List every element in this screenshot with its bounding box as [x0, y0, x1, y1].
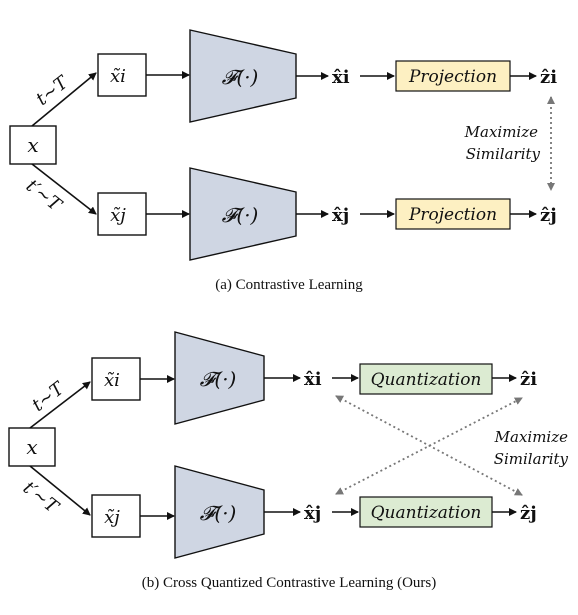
encoder-top-label: 𝓕(·) [222, 65, 259, 89]
encoder-top-shape-b [174, 331, 265, 425]
encoder-top-shape [189, 29, 297, 123]
quantization-head-bottom-label: Quantization [371, 503, 482, 523]
feature-i-label: x̂i [332, 67, 350, 88]
caption-b: (b) Cross Quantized Contrastive Learning… [142, 575, 437, 591]
view-j-label-b: x̃j [104, 507, 120, 528]
input-x-box [9, 125, 57, 165]
view-j-box-b [91, 494, 141, 538]
output-j-label: ẑj [540, 205, 557, 226]
aug-arrow-bottom [31, 163, 97, 215]
objective-b-line2: Similarity [494, 450, 569, 468]
aug-arrow-top [31, 72, 97, 127]
caption-a: (a) Contrastive Learning [215, 277, 363, 293]
output-i-label-b: ẑi [520, 369, 537, 390]
feature-j-label: x̂j [332, 205, 349, 226]
quantization-head-top [359, 363, 493, 395]
view-j-box [97, 192, 147, 236]
output-j-label-b: ẑj [520, 503, 537, 524]
objective-a-line1: Maximize [464, 123, 538, 141]
feature-i-label-b: x̂i [304, 369, 322, 390]
view-i-label: x̃i [110, 66, 126, 87]
aug-label-bottom-b: t′~T [19, 477, 64, 518]
input-x-box-b [8, 427, 56, 467]
objective-a-line2: Similarity [466, 145, 541, 163]
projection-head-top-label: Projection [408, 67, 497, 87]
objective-b-line1: Maximize [494, 428, 568, 446]
panel-b: x t~T t′~T x̃i x̃j 𝓕(·) 𝓕(·) x̂i x̂j Qua… [8, 331, 569, 591]
aug-arrow-bottom-b [29, 465, 91, 516]
aug-label-top-b: t~T [28, 377, 70, 416]
encoder-bottom-label-b: 𝓕(·) [200, 501, 237, 525]
view-i-label-b: x̃i [104, 370, 120, 391]
projection-head-top [395, 60, 511, 92]
aug-label-bottom: t′~T [22, 175, 67, 216]
panel-a: x t~T t′~T x̃i x̃j 𝓕(·) 𝓕(·) x̂i x̂j Pro… [9, 29, 557, 293]
quantization-head-top-label: Quantization [371, 370, 482, 390]
projection-head-bottom-label: Projection [408, 205, 497, 225]
aug-label-top: t~T [32, 71, 74, 110]
quantization-head-bottom [359, 496, 493, 528]
aug-arrow-top-b [29, 381, 91, 429]
output-i-label: ẑi [540, 67, 557, 88]
view-j-label: x̃j [110, 205, 126, 226]
input-x-label-b: x [26, 435, 37, 459]
feature-j-label-b: x̂j [304, 503, 321, 524]
encoder-top-label-b: 𝓕(·) [200, 367, 237, 391]
projection-head-bottom [395, 198, 511, 230]
encoder-bottom-shape-b [174, 465, 265, 559]
encoder-bottom-label: 𝓕(·) [222, 203, 259, 227]
input-x-label: x [27, 133, 38, 157]
encoder-bottom-shape [189, 167, 297, 261]
